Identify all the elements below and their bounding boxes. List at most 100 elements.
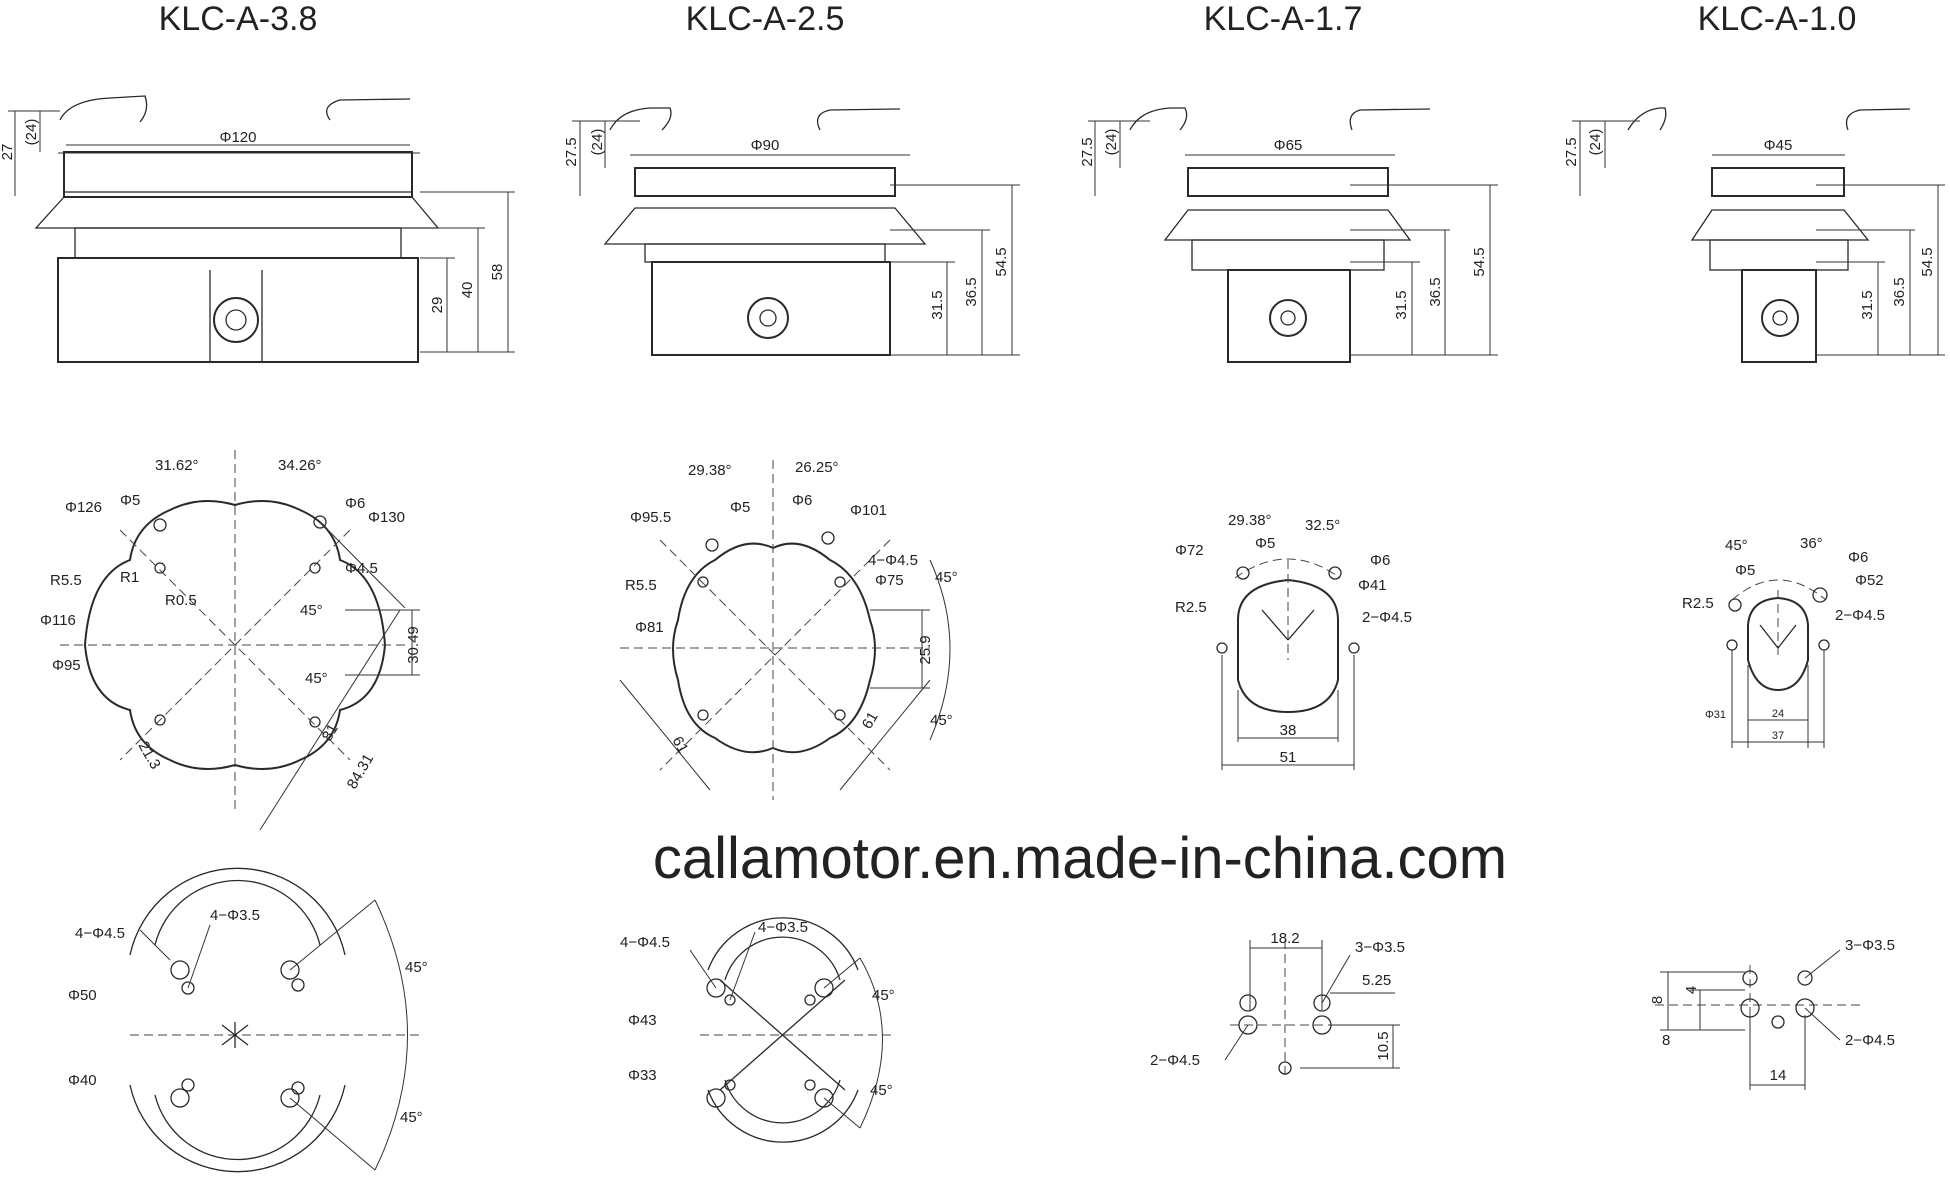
dim-label: Φ5: [120, 492, 140, 509]
dim-label: 36.5: [1427, 277, 1444, 306]
top-view-klc-a-3-8: 31.62° 34.26° 45° 45° Φ126 Φ5 Φ6 Φ130 Φ4…: [40, 450, 422, 831]
dim-label: 3−Φ3.5: [1355, 939, 1405, 956]
dim-label: Φ40: [68, 1072, 97, 1089]
dim-label: Φ75: [875, 572, 904, 589]
dim-label: Φ5: [1255, 535, 1275, 552]
dim-label: 27.5: [1563, 137, 1580, 166]
angle-label: 29.38°: [688, 462, 732, 479]
dim-label: Φ52: [1855, 572, 1884, 589]
dim-label: Φ5: [730, 499, 750, 516]
dim-label: 4−Φ4.5: [620, 934, 670, 951]
dim-label: Φ6: [1848, 549, 1868, 566]
dim-label: Φ4.5: [345, 560, 378, 577]
model-title-klc-a-1-0: KLC-A-1.0: [1698, 0, 1857, 38]
model-title-klc-a-1-7: KLC-A-1.7: [1204, 0, 1363, 38]
dim-label: 27.5: [563, 137, 580, 166]
angle-label: 45°: [930, 712, 953, 729]
dim-label: Φ31: [1705, 709, 1726, 721]
dim-label: R0.5: [165, 592, 197, 609]
dim-label: 84.31: [344, 751, 377, 792]
dim-label: 3−Φ3.5: [1845, 937, 1895, 954]
dim-label: 8: [1662, 1032, 1670, 1049]
dim-label: Φ41: [1358, 577, 1387, 594]
dim-label: 54.5: [1919, 247, 1936, 276]
dim-label: 38: [1280, 722, 1297, 739]
angle-label: 45°: [935, 569, 958, 586]
angle-label: 45°: [405, 959, 428, 976]
dim-label: 36.5: [1891, 277, 1908, 306]
dim-label: 27.5: [1079, 137, 1096, 166]
dim-label: 40: [459, 282, 476, 299]
dim-label: 2−Φ4.5: [1362, 609, 1412, 626]
dim-label: 30.49: [405, 626, 422, 664]
top-view-klc-a-1-7: 29.38° 32.5° Φ72 Φ5 Φ6 Φ41 R2.5 2−Φ4.5 3…: [1175, 512, 1412, 770]
dim-label: Φ65: [1274, 137, 1303, 154]
dim-label: 8: [1649, 996, 1666, 1004]
top-view-klc-a-2-5: 29.38° 26.25° 45° 45° Φ95.5 Φ5 Φ6 Φ101 4…: [619, 459, 958, 800]
dim-label: 61: [669, 734, 692, 757]
side-view-klc-a-1-0: Φ45 27.5 (24) 31.5 36.5 54.5: [1563, 107, 1945, 363]
dim-label: Φ45: [1764, 137, 1793, 154]
dim-label: 58: [489, 264, 506, 281]
angle-label: 45°: [300, 602, 323, 619]
dim-label: 4: [1683, 986, 1700, 994]
dim-label: Φ6: [792, 492, 812, 509]
dim-label: 10.5: [1375, 1031, 1392, 1060]
dim-label: 31.5: [929, 290, 946, 319]
dim-label: 31.5: [1859, 290, 1876, 319]
bottom-view-klc-a-1-0: 3−Φ3.5 8 4 8 2−Φ4.5 14: [1649, 937, 1895, 1090]
dim-label: 31.5: [1393, 290, 1410, 319]
dim-label: R5.5: [50, 572, 82, 589]
model-title-klc-a-3-8: KLC-A-3.8: [159, 0, 318, 38]
dim-label: 54.5: [993, 247, 1010, 276]
dim-label: Φ95.5: [630, 509, 671, 526]
dim-label: (24): [1587, 129, 1604, 156]
angle-label: 26.25°: [795, 459, 839, 476]
dim-label: Φ126: [65, 499, 102, 516]
dim-label: Φ50: [68, 987, 97, 1004]
angle-label: 45°: [305, 670, 328, 687]
dim-label: R5.5: [625, 577, 657, 594]
angle-label: 31.62°: [155, 457, 199, 474]
dim-label: R2.5: [1682, 595, 1714, 612]
dim-label: 18.2: [1270, 930, 1299, 947]
dim-label: 37: [1772, 730, 1784, 742]
dim-label: 61: [859, 709, 882, 732]
bottom-view-klc-a-3-8: 4−Φ4.5 4−Φ3.5 Φ50 Φ40 45° 45°: [68, 867, 428, 1173]
dim-label: 4−Φ3.5: [758, 919, 808, 936]
watermark-text: callamotor.en.made-in-china.com: [653, 826, 1507, 891]
dim-label: 4−Φ4.5: [868, 552, 918, 569]
side-view-klc-a-2-5: Φ90 27.5 (24) 31.5 36.5 54.5: [563, 107, 1020, 356]
angle-label: 45°: [872, 987, 895, 1004]
dim-label: 27: [0, 144, 16, 161]
angle-label: 36°: [1800, 535, 1823, 552]
dim-label: (24): [23, 119, 40, 146]
dim-label: 5.25: [1362, 972, 1391, 989]
angle-label: 45°: [870, 1082, 893, 1099]
bottom-view-klc-a-1-7: 18.2 3−Φ3.5 5.25 2−Φ4.5 10.5: [1150, 930, 1405, 1080]
dim-label: (24): [1103, 129, 1120, 156]
dim-label: 36.5: [963, 277, 980, 306]
dim-label: 14: [1770, 1067, 1787, 1084]
angle-label: 29.38°: [1228, 512, 1272, 529]
angle-label: 34.26°: [278, 457, 322, 474]
dim-label: Φ6: [1370, 552, 1390, 569]
bottom-view-klc-a-2-5: 4−Φ4.5 4−Φ3.5 Φ43 Φ33 45° 45°: [620, 917, 895, 1143]
dim-label: 2−Φ4.5: [1150, 1052, 1200, 1069]
dim-label: R1: [120, 569, 139, 586]
dim-label: 4−Φ4.5: [75, 925, 125, 942]
dim-label: Φ72: [1175, 542, 1204, 559]
dim-label: Φ43: [628, 1012, 657, 1029]
model-title-klc-a-2-5: KLC-A-2.5: [686, 0, 845, 38]
dim-label: 25.9: [917, 635, 934, 664]
dim-label: Φ116: [40, 612, 76, 629]
dim-label: Φ95: [52, 657, 81, 674]
dim-label: Φ120: [220, 129, 257, 146]
dim-label: 24: [1772, 708, 1784, 720]
angle-label: 45°: [1725, 537, 1748, 554]
top-view-klc-a-1-0: 45° 36° Φ5 Φ6 Φ52 R2.5 2−Φ4.5 Φ31 24 37: [1682, 535, 1885, 748]
dim-label: 4−Φ3.5: [210, 907, 260, 924]
dim-label: 2−Φ4.5: [1845, 1032, 1895, 1049]
side-view-klc-a-1-7: Φ65 27.5 (24) 31.5 36.5 54.5: [1079, 107, 1498, 363]
dim-label: Φ90: [751, 137, 780, 154]
